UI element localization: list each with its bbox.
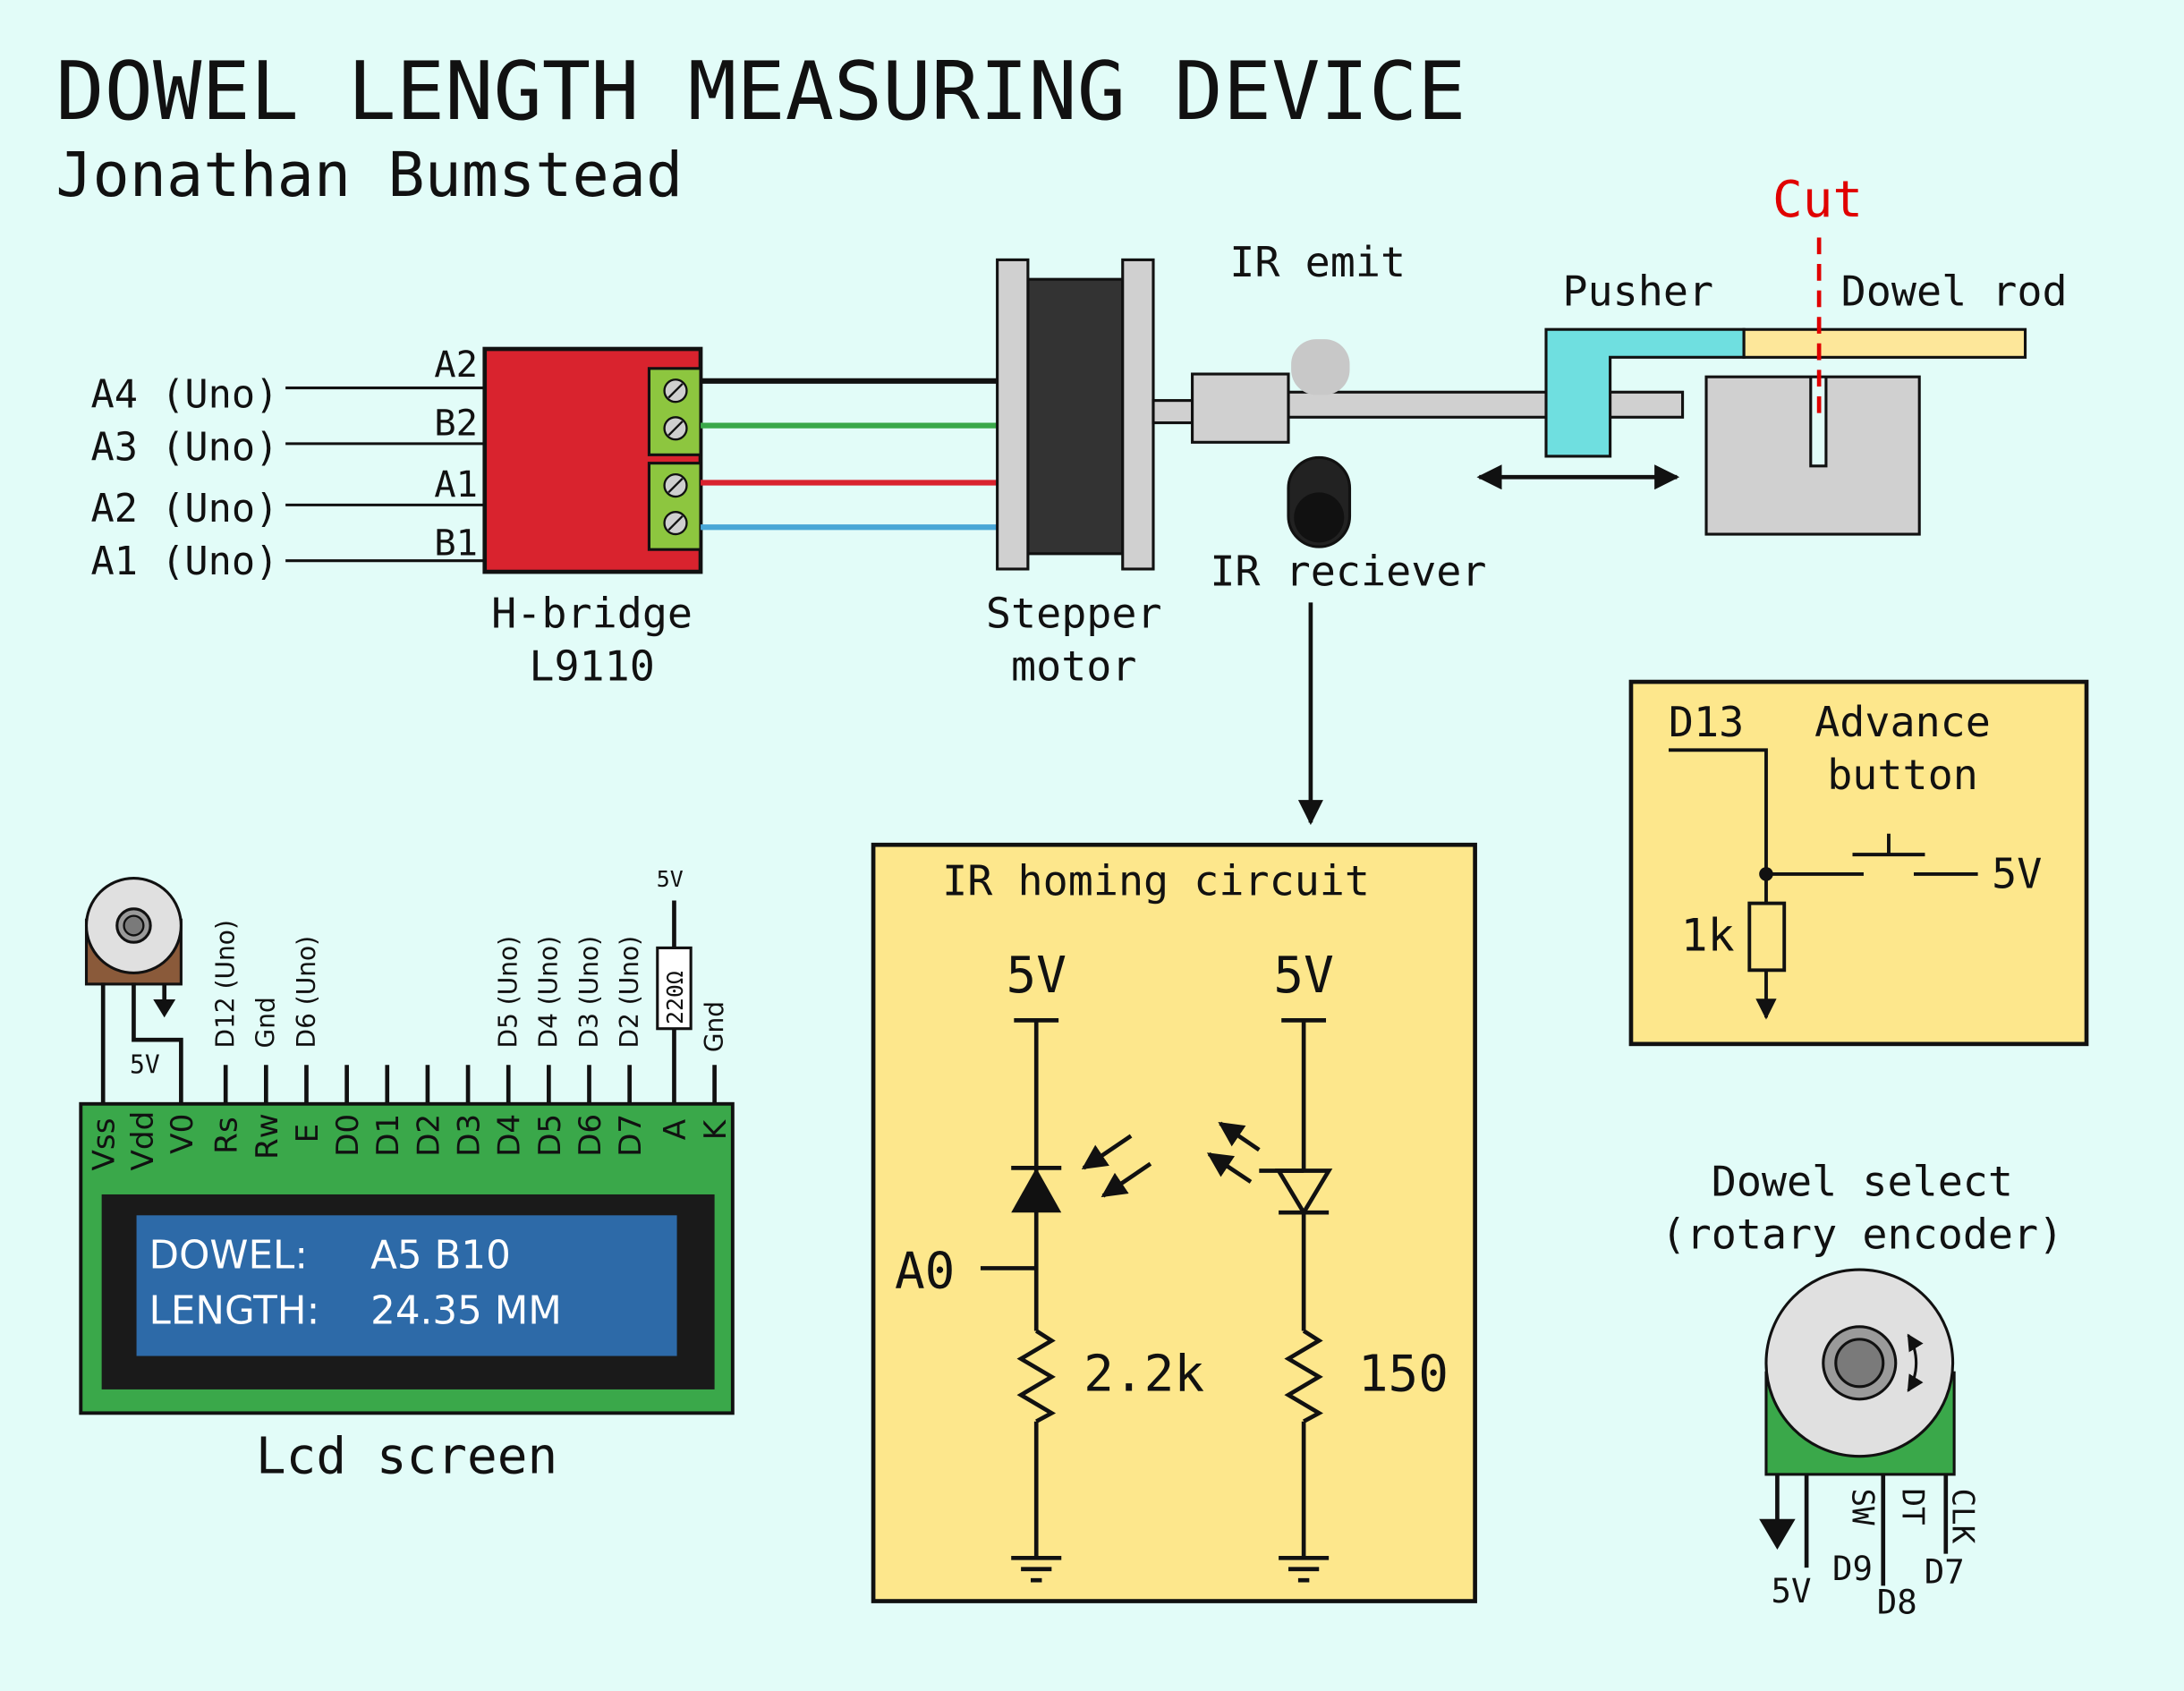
advance-resistor-value: 1k	[1681, 910, 1735, 962]
incoming-light-arrows	[1081, 1134, 1152, 1198]
drive-shaft	[1191, 372, 1685, 444]
advance-title-line1: Advance	[1814, 699, 1991, 747]
stepper-motor: Stepper motor	[986, 258, 1194, 692]
lcd-pin-k: K	[698, 1118, 734, 1140]
contrast-potentiometer-icon	[84, 877, 183, 986]
lcd-pin-a: A	[658, 1118, 693, 1140]
lcd-vdd-supply: 5V	[130, 1050, 160, 1080]
emitted-light-arrows	[1206, 1121, 1261, 1184]
lcd-line1-value: A5 B10	[370, 1233, 511, 1278]
ir-left-resistor-value: 2.2k	[1084, 1345, 1204, 1403]
photodiode-icon	[1011, 1168, 1062, 1213]
hbridge-source-a4: A4 (Uno)	[90, 372, 278, 417]
lcd-conn-e: D6 (Uno)	[292, 936, 321, 1049]
lcd-pin-d5: D5	[532, 1114, 568, 1157]
lcd-backlight-resistor: 220Ω	[662, 971, 688, 1024]
advance-supply: 5V	[1992, 850, 2042, 898]
encoder-title-line1: Dowel select	[1712, 1159, 2013, 1207]
hbridge-module: H-bridge L9110	[482, 346, 703, 692]
advance-button-circuit: D13 Advance button 1k 5V	[1628, 679, 2089, 1047]
stepper-caption-line2: motor	[1011, 643, 1137, 692]
lcd-pin-rs: Rs	[209, 1117, 245, 1154]
lcd-pin-d2: D2	[411, 1114, 446, 1157]
cut-label: Cut	[1772, 171, 1863, 229]
lcd-pin-d7: D7	[613, 1114, 649, 1157]
encoder-title-line2: (rotary encoder)	[1661, 1211, 2064, 1260]
motor-wires	[701, 378, 998, 531]
rotary-encoder: Dowel select (rotary encoder) 5V D9 D8 D…	[1661, 1159, 2064, 1622]
ir-right-supply: 5V	[1273, 947, 1333, 1005]
ir-sense-pin: A0	[895, 1242, 955, 1300]
lcd-conn-k: Gnd	[700, 1001, 729, 1052]
encoder-pin-sw: SW	[1844, 1488, 1880, 1525]
hbridge-source-a1: A1 (Uno)	[90, 540, 278, 584]
lcd-pin-vdd: Vdd	[125, 1111, 161, 1171]
lcd-backlight-supply: 5V	[657, 866, 684, 892]
lcd-pin-e: E	[290, 1124, 326, 1143]
lcd-module: 5V 220Ω 5V D12 (Uno) Gnd D6 (Uno) D5 (Un…	[79, 866, 735, 1485]
lcd-line2-label: LENGTH:	[149, 1289, 320, 1334]
hbridge-caption-line1: H-bridge	[491, 590, 693, 638]
hbridge-pin-a1: A1	[434, 463, 478, 506]
encoder-conn-5v: 5V	[1771, 1571, 1811, 1610]
lcd-pin-vss: Vss	[87, 1117, 123, 1170]
page-title: DOWEL LENGTH MEASURING DEVICE	[55, 45, 1466, 139]
lcd-line1-label: DOWEL:	[149, 1233, 308, 1278]
lcd-conn-d5: D4 (Uno)	[534, 936, 564, 1049]
hbridge-inputs: A4 (Uno) A3 (Uno) A2 (Uno) A1 (Uno) A2 B…	[90, 343, 485, 584]
pusher-block	[1544, 327, 1746, 458]
dowel-rod	[1742, 327, 2027, 359]
hbridge-caption-line2: L9110	[529, 643, 655, 692]
lcd-pin-d0: D0	[330, 1114, 366, 1157]
lcd-conn-d6: D3 (Uno)	[574, 936, 604, 1049]
ir-homing-circuit: IR homing circuit 5V 5V	[871, 842, 1477, 1603]
stepper-caption-line1: Stepper	[986, 590, 1162, 638]
encoder-conn-d7: D7	[1925, 1551, 1965, 1591]
lcd-conn-d4: D5 (Uno)	[494, 936, 523, 1049]
ir-emit-label: IR emit	[1229, 239, 1406, 287]
lcd-pin-d6: D6	[573, 1114, 608, 1157]
lcd-conn-d7: D2 (Uno)	[615, 936, 644, 1049]
ir-emitter-icon: IR emit	[1229, 239, 1406, 395]
hbridge-source-a3: A3 (Uno)	[90, 426, 278, 471]
encoder-conn-d8: D8	[1877, 1583, 1917, 1622]
lcd-conn-rw: Gnd	[251, 997, 281, 1048]
lcd-pin-v0: V0	[165, 1114, 200, 1154]
ir-left-supply: 5V	[1006, 947, 1066, 1005]
lcd-pin-d3: D3	[452, 1114, 488, 1157]
lcd-caption: Lcd screen	[256, 1427, 557, 1485]
encoder-pin-clk: CLK	[1945, 1488, 1981, 1543]
ir-receiver-icon: IR reciever	[1210, 455, 1487, 597]
hbridge-source-a2: A2 (Uno)	[90, 487, 278, 531]
encoder-conn-d9: D9	[1832, 1549, 1873, 1588]
advance-pin: D13	[1669, 699, 1744, 747]
cut-fixture	[1704, 375, 1921, 536]
ir-receiver-label: IR reciever	[1210, 548, 1486, 597]
dowel-rod-label: Dowel rod	[1841, 268, 2068, 317]
hbridge-pin-a2: A2	[434, 343, 478, 386]
advance-title-line2: button	[1827, 752, 1978, 800]
lcd-pin-rw: Rw	[250, 1113, 285, 1160]
ir-circuit-title: IR homing circuit	[942, 857, 1370, 905]
lcd-pin-d4: D4	[492, 1114, 528, 1157]
encoder-pin-dt: DT	[1895, 1488, 1931, 1525]
author-name: Jonathan Bumstead	[55, 140, 683, 211]
lcd-pin-d1: D1	[370, 1114, 406, 1157]
pusher-label: Pusher	[1562, 268, 1713, 317]
ir-right-resistor-value: 150	[1358, 1345, 1449, 1403]
lcd-conn-rs: D12 (Uno)	[211, 920, 241, 1048]
hbridge-pin-b2: B2	[434, 402, 478, 445]
pusher-assembly: Cut Pusher Dowel rod	[1476, 171, 2068, 536]
hbridge-pin-b1: B1	[434, 521, 478, 564]
lcd-line2-value: 24.35 MM	[370, 1289, 562, 1334]
